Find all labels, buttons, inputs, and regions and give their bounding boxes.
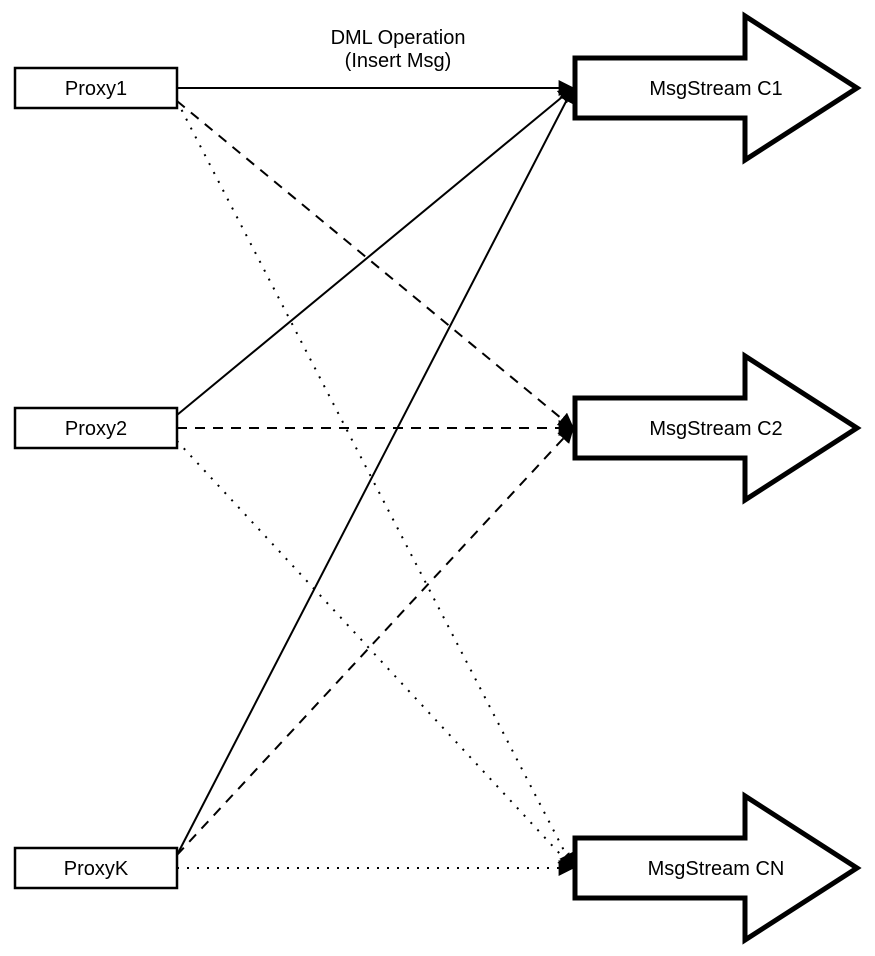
msgstream-c2-label: MsgStream C2	[649, 418, 782, 440]
node-msgstream-cn: MsgStream CN	[572, 791, 862, 945]
edge-proxyk-c1	[176, 86, 574, 856]
proxy2-label: Proxy2	[65, 418, 127, 440]
edge-proxy2-cn	[176, 440, 575, 870]
annotation: DML Operation (Insert Msg)	[331, 27, 466, 72]
msgstream-cn-label: MsgStream CN	[648, 858, 785, 880]
node-msgstream-c2: MsgStream C2	[572, 351, 862, 505]
node-proxy1: Proxy1	[13, 66, 179, 110]
node-msgstream-c1: MsgStream C1	[572, 11, 862, 165]
edge-proxy2-c1	[176, 86, 575, 416]
annotation-line1: DML Operation	[331, 27, 466, 49]
node-proxy2: Proxy2	[13, 406, 179, 450]
msgstream-c1-label: MsgStream C1	[649, 78, 782, 100]
msgstream-c1-arrow-shape	[572, 11, 862, 165]
proxy2-box	[13, 406, 179, 450]
annotation-line2: (Insert Msg)	[345, 50, 452, 72]
msgstream-cn-arrow-shape	[572, 791, 862, 945]
node-proxyk: ProxyK	[13, 846, 179, 890]
edge-proxy1-cn	[176, 100, 574, 870]
msgstream-c2-arrow-shape	[572, 351, 862, 505]
proxy1-label: Proxy1	[65, 78, 127, 100]
proxyk-label: ProxyK	[64, 858, 129, 880]
proxy1-box	[13, 66, 179, 110]
edge-proxy1-c2	[176, 100, 575, 430]
edges-layer	[176, 80, 575, 876]
proxyk-box	[13, 846, 179, 890]
edge-proxyk-c2	[176, 426, 575, 856]
